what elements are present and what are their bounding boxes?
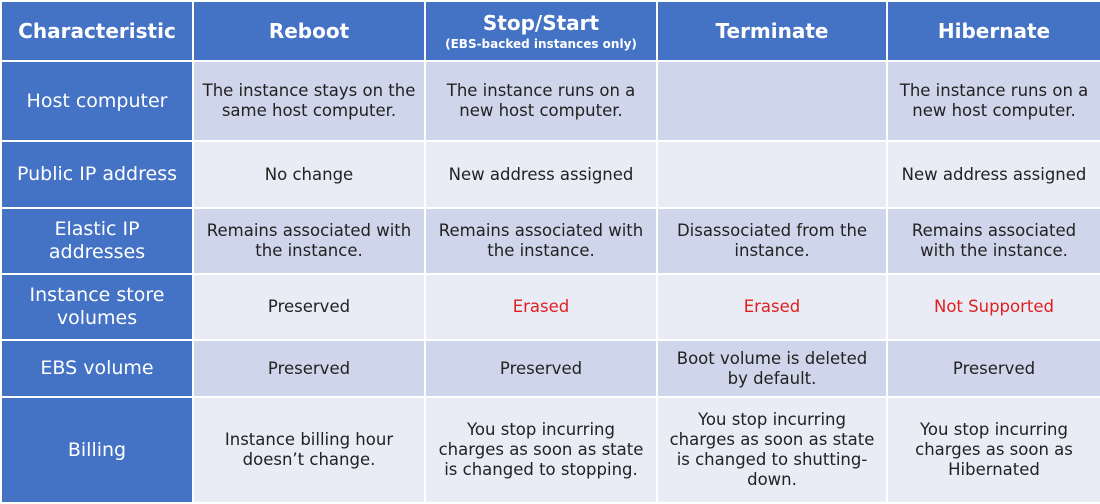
row-instance-store: Instance store volumes Preserved Erased … (0, 273, 1100, 341)
cell-terminate: Disassociated from the instance. (656, 207, 888, 275)
header-label: Hibernate (937, 19, 1051, 43)
header-row: Characteristic Reboot Stop/Start (EBS-ba… (0, 0, 1100, 62)
row-label: Instance store volumes (0, 273, 194, 341)
row-label: Host computer (0, 60, 194, 142)
row-label: Elastic IP addresses (0, 207, 194, 275)
row-public-ip: Public IP address No change New address … (0, 140, 1100, 209)
header-sublabel: (EBS-backed instances only) (445, 36, 637, 51)
header-label: Characteristic (18, 19, 176, 43)
row-label: Billing (0, 396, 194, 504)
cell-reboot: Preserved (192, 339, 426, 398)
header-stop-start: Stop/Start (EBS-backed instances only) (424, 0, 658, 62)
cell-stop-start: New address assigned (424, 140, 658, 209)
cell-hibernate: You stop incurring charges as soon as Hi… (886, 396, 1100, 504)
row-billing: Billing Instance billing hour doesn’t ch… (0, 396, 1100, 504)
header-hibernate: Hibernate (886, 0, 1100, 62)
cell-stop-start: Preserved (424, 339, 658, 398)
header-label: Terminate (715, 19, 829, 43)
cell-hibernate: Not Supported (886, 273, 1100, 341)
header-label: Reboot (268, 19, 350, 43)
cell-stop-start: Remains associated with the instance. (424, 207, 658, 275)
cell-stop-start: Erased (424, 273, 658, 341)
cell-terminate (656, 140, 888, 209)
cell-terminate: You stop incurring charges as soon as st… (656, 396, 888, 504)
header-terminate: Terminate (656, 0, 888, 62)
row-label: EBS volume (0, 339, 194, 398)
cell-reboot: No change (192, 140, 426, 209)
cell-reboot: Instance billing hour doesn’t change. (192, 396, 426, 504)
cell-hibernate: Remains associated with the instance. (886, 207, 1100, 275)
header-label: Stop/Start (482, 10, 600, 35)
row-label: Public IP address (0, 140, 194, 209)
row-elastic-ip: Elastic IP addresses Remains associated … (0, 207, 1100, 275)
header-reboot: Reboot (192, 0, 426, 62)
cell-reboot: Remains associated with the instance. (192, 207, 426, 275)
cell-reboot: Preserved (192, 273, 426, 341)
cell-reboot: The instance stays on the same host comp… (192, 60, 426, 142)
cell-stop-start: You stop incurring charges as soon as st… (424, 396, 658, 504)
cell-terminate (656, 60, 888, 142)
cell-terminate: Erased (656, 273, 888, 341)
row-ebs-volume: EBS volume Preserved Preserved Boot volu… (0, 339, 1100, 398)
row-host-computer: Host computer The instance stays on the … (0, 60, 1100, 142)
cell-hibernate: New address assigned (886, 140, 1100, 209)
cell-terminate: Boot volume is deleted by default. (656, 339, 888, 398)
cell-stop-start: The instance runs on a new host computer… (424, 60, 658, 142)
header-characteristic: Characteristic (0, 0, 194, 62)
cell-hibernate: The instance runs on a new host computer… (886, 60, 1100, 142)
cell-hibernate: Preserved (886, 339, 1100, 398)
